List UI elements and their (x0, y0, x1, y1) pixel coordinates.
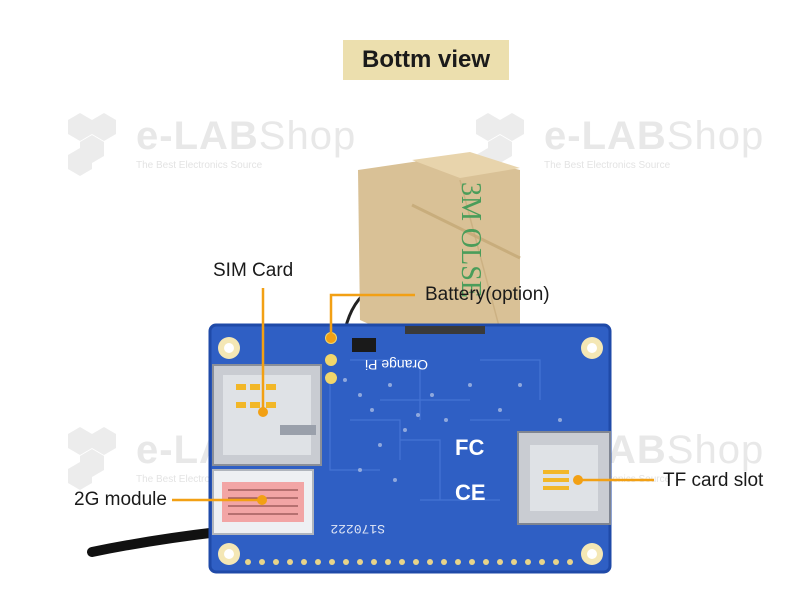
tf-card-slot (517, 431, 611, 525)
tape-print: 3M OLSE (455, 182, 486, 298)
watermark-tagline: The Best Electronics Source (136, 473, 263, 485)
board-brand: Orange Pi (365, 357, 428, 373)
gpio-header (245, 559, 573, 565)
watermark-brand-light: Shop (666, 427, 765, 472)
label-battery: Battery(option) (425, 284, 550, 305)
label-sim-card: SIM Card (213, 260, 294, 281)
battery-pad (325, 372, 337, 384)
label-tf-card-slot: TF card slot (663, 470, 764, 491)
watermark-brand-light: Shop (258, 113, 357, 158)
watermark-tagline: The Best Electronics Source (544, 159, 671, 171)
ce-mark: CE (455, 480, 486, 505)
watermark-tagline: The Best Electronics Source (136, 159, 263, 171)
label-2g-module: 2G module (74, 489, 167, 510)
fc-mark: FC (455, 435, 484, 460)
title-badge: Bottm view (343, 40, 509, 80)
battery-pad (325, 354, 337, 366)
watermark-brand-light: Shop (666, 113, 765, 158)
battery-tape: 3M OLSE (358, 152, 521, 338)
watermark-brand-bold: e-LAB (136, 113, 259, 158)
mounting-holes (218, 337, 603, 565)
hexagon-logo-icon (68, 113, 116, 176)
watermark-top-right: e-LABShop The Best Electronics Source (468, 108, 764, 178)
antenna-cable (87, 527, 223, 557)
page-title: Bottm view (361, 46, 490, 73)
watermark-brand-bold: e-LAB (544, 113, 667, 158)
hexagon-logo-icon (68, 427, 116, 490)
watermark-top-left: e-LABShop The Best Electronics Source (60, 108, 356, 178)
board-code: S170222 (330, 521, 385, 536)
battery-leader (329, 293, 415, 338)
